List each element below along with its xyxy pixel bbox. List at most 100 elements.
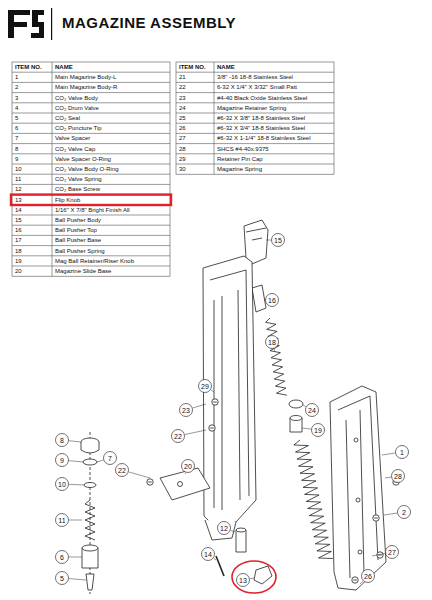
item-number: 16 bbox=[15, 225, 22, 235]
item-number: 5 bbox=[15, 113, 18, 123]
leader-line bbox=[185, 473, 187, 474]
item-number: 6 bbox=[15, 123, 18, 133]
callout-circle bbox=[272, 234, 285, 247]
part-name: 6-32 X 1/4" X 3/32" Small Patt bbox=[217, 82, 297, 92]
callout-number: 8 bbox=[56, 434, 69, 447]
part-name: CO₂ Base Screw bbox=[55, 184, 100, 194]
callout-circles bbox=[56, 234, 411, 587]
part-name: Magazine Slide Base bbox=[55, 266, 111, 276]
table-header: ITEM NO. bbox=[15, 62, 42, 72]
callout-number: 6 bbox=[56, 551, 69, 564]
part-name: SHCS #4-40x.9375 bbox=[217, 144, 269, 154]
coil-spring bbox=[294, 440, 333, 559]
item-number: 22 bbox=[179, 82, 186, 92]
table-rule bbox=[12, 82, 170, 83]
callout-number: 14 bbox=[202, 548, 215, 561]
table-rule bbox=[12, 235, 170, 236]
item-number: 21 bbox=[179, 72, 186, 82]
item-number: 29 bbox=[179, 154, 186, 164]
item-number: 3 bbox=[15, 93, 18, 103]
table-header: NAME bbox=[217, 62, 235, 72]
item-number: 7 bbox=[15, 133, 18, 143]
item-number: 10 bbox=[15, 164, 22, 174]
table-rule bbox=[12, 113, 170, 114]
table-rule bbox=[12, 72, 170, 73]
table-rule bbox=[12, 133, 170, 134]
table-rule bbox=[12, 255, 170, 256]
table-rule bbox=[176, 123, 334, 124]
callout-number: 18 bbox=[266, 336, 279, 349]
leader-line bbox=[211, 390, 214, 392]
leader-line bbox=[185, 430, 206, 435]
part-name: Retainer Pin Cap bbox=[217, 154, 263, 164]
leader-line bbox=[303, 405, 306, 407]
callout-circle bbox=[386, 546, 399, 559]
leader-line bbox=[382, 453, 395, 455]
leader-line bbox=[302, 428, 311, 429]
leader-line bbox=[69, 461, 83, 462]
table-header: ITEM NO. bbox=[179, 62, 206, 72]
part-name: CO₂ Drum Valve bbox=[55, 103, 99, 113]
part-name: CO₂ Valve Body bbox=[55, 93, 98, 103]
callout-number: 15 bbox=[272, 234, 285, 247]
screw-head bbox=[352, 577, 358, 583]
item-number: 20 bbox=[15, 266, 22, 276]
item-number: 13 bbox=[15, 195, 22, 205]
table-rule bbox=[12, 225, 170, 226]
table-rule bbox=[12, 92, 170, 93]
table-rule bbox=[12, 245, 170, 246]
coil-spring bbox=[266, 318, 287, 395]
callout-number: 22 bbox=[116, 464, 129, 477]
callout-circle bbox=[237, 574, 250, 587]
callout-number: 29 bbox=[199, 380, 212, 393]
table-rule bbox=[12, 184, 170, 185]
leader-line bbox=[266, 240, 271, 241]
callout-circle bbox=[56, 478, 69, 491]
coil-spring bbox=[85, 500, 95, 540]
logo bbox=[8, 8, 52, 40]
callout-number: 5 bbox=[56, 572, 69, 585]
item-number: 23 bbox=[179, 93, 186, 103]
part-name: Flip Knob bbox=[55, 195, 80, 205]
callout-circle bbox=[182, 460, 195, 473]
callout-number: 23 bbox=[180, 404, 193, 417]
leader-line bbox=[360, 581, 363, 584]
callout-circle bbox=[398, 506, 411, 519]
callout-circle bbox=[396, 446, 409, 459]
part-name: CO₂ Puncture Tip bbox=[55, 123, 102, 133]
leader-lines bbox=[69, 240, 397, 584]
callout-circle bbox=[266, 336, 279, 349]
part-name: Mag Ball Retainer/Riser Knob bbox=[55, 256, 134, 266]
part-name: 1/16" X 7/8" Bright Finish All bbox=[55, 205, 130, 215]
table-border bbox=[12, 62, 170, 276]
callout-circle bbox=[202, 548, 215, 561]
callout-circle bbox=[56, 551, 69, 564]
table-border bbox=[176, 62, 334, 174]
screw-head bbox=[212, 399, 218, 405]
screw-slot bbox=[148, 482, 152, 483]
callout-number: 27 bbox=[386, 546, 399, 559]
callout-number: 9 bbox=[56, 454, 69, 467]
table-rule bbox=[12, 266, 170, 267]
leader-line bbox=[69, 579, 86, 580]
callout-number: 20 bbox=[182, 460, 195, 473]
part-name: 3/8" -16 18-8 Stainless Steel bbox=[217, 72, 293, 82]
part-name: #4-40 Black Oxide Stainless Steel bbox=[217, 93, 307, 103]
callout-circle bbox=[266, 294, 279, 307]
screw-head bbox=[147, 479, 153, 485]
callout-number: 13 bbox=[237, 574, 250, 587]
screw-slot bbox=[210, 428, 214, 429]
callout-number: 19 bbox=[312, 424, 325, 437]
part-name: Ball Pusher Top bbox=[55, 225, 97, 235]
item-number: 14 bbox=[15, 205, 22, 215]
item-number: 8 bbox=[15, 144, 18, 154]
leader-line bbox=[384, 513, 397, 515]
callout-circle bbox=[218, 522, 231, 535]
table-rule bbox=[176, 133, 334, 134]
table-rule bbox=[176, 92, 334, 93]
part-name: Main Magazine Body-R bbox=[55, 82, 117, 92]
leader-line bbox=[97, 460, 103, 462]
item-number: 2 bbox=[15, 82, 18, 92]
leader-line bbox=[274, 349, 276, 352]
table-rule bbox=[12, 215, 170, 216]
